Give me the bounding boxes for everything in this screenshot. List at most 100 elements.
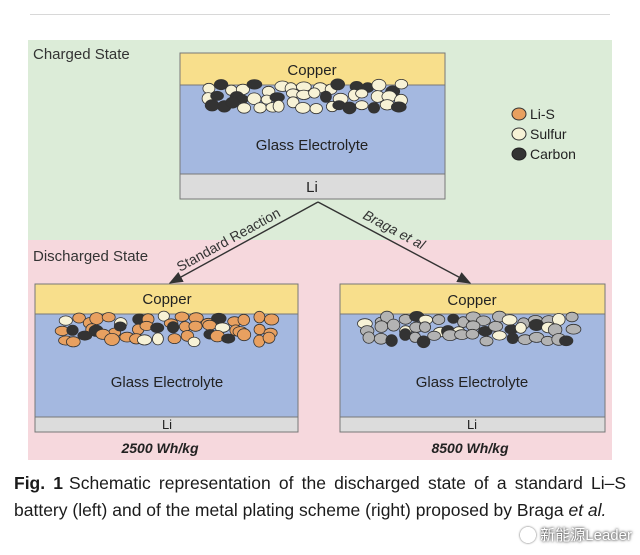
particle (253, 102, 267, 114)
caption-label: Fig. 1 (14, 473, 64, 493)
particle (399, 328, 412, 341)
legend-carbon: Carbon (530, 146, 576, 162)
copper-layer (339, 283, 606, 315)
particle (355, 100, 369, 111)
particle (187, 336, 201, 348)
energy-density-standard: 2500 Wh/kg (120, 440, 198, 456)
particle (394, 78, 408, 90)
particle (77, 330, 93, 341)
legend: Li-S Sulfur Carbon (511, 106, 576, 162)
particle (355, 88, 369, 99)
particle (204, 99, 220, 112)
particle (167, 333, 182, 345)
cathode-particles (54, 310, 280, 348)
particle (286, 96, 300, 109)
particle (418, 321, 431, 333)
arrow-braga (317, 201, 472, 284)
particle (342, 101, 357, 115)
legend-li-s: Li-S (530, 106, 555, 122)
particle (386, 318, 401, 332)
particle (262, 331, 276, 344)
arrow-standard-reaction (168, 201, 319, 284)
particle (488, 320, 504, 332)
sulfur-icon (511, 127, 527, 141)
lithium-label: Li (162, 417, 172, 432)
particle (309, 103, 323, 115)
particle (427, 330, 441, 341)
particle (237, 313, 251, 326)
particle (385, 334, 398, 347)
particle (492, 330, 507, 341)
particle (225, 96, 240, 109)
particle (565, 311, 579, 323)
particle (136, 334, 152, 346)
particle (66, 336, 81, 348)
charged-state-label: Charged State (33, 46, 130, 63)
particle (221, 333, 236, 344)
particle (272, 99, 285, 113)
particle (253, 323, 266, 336)
particle (506, 332, 519, 345)
particle (104, 332, 120, 346)
discharged-state-label: Discharged State (33, 248, 148, 265)
copper-layer (34, 283, 299, 315)
particle (66, 324, 79, 336)
particle (362, 331, 376, 344)
carbon-icon (511, 147, 527, 161)
particle (501, 314, 518, 326)
legend-sulfur: Sulfur (530, 126, 567, 142)
particle (101, 312, 116, 323)
lithium-label: Li (306, 179, 318, 196)
particle (432, 314, 446, 325)
particle (565, 323, 582, 335)
particle (113, 321, 127, 332)
lithium-layer (179, 173, 446, 200)
particle (151, 332, 164, 346)
discharged-cell-braga: Copper Glass Electrolyte Li (339, 283, 606, 433)
watermark-text: 新能源Leader (540, 527, 632, 544)
caption-emphasis: et al. (568, 500, 607, 520)
particle (330, 78, 346, 91)
watermark: 新能源Leader (520, 524, 632, 545)
charged-cell: Copper Glass Electrolyte Li (179, 52, 446, 200)
lithium-layer (339, 416, 606, 433)
lithium-label: Li (467, 417, 477, 432)
particle (167, 321, 180, 334)
particle (390, 101, 407, 113)
particle (246, 79, 263, 90)
particle (157, 310, 170, 322)
li-s-icon (511, 107, 527, 121)
copper-label: Copper (142, 291, 191, 308)
particle (188, 320, 203, 332)
wechat-icon (520, 526, 537, 543)
particle (89, 312, 104, 326)
particle (465, 328, 480, 340)
particle (479, 335, 494, 347)
particle (253, 310, 266, 324)
battery-schematic: Charged State Discharged State Copper Gl… (28, 40, 612, 460)
particle (373, 332, 389, 345)
particle (447, 313, 460, 324)
electrolyte-label: Glass Electrolyte (256, 137, 369, 154)
particle (174, 311, 190, 322)
top-divider (30, 14, 610, 15)
particle (72, 312, 86, 324)
particle (559, 335, 574, 347)
particle (367, 102, 380, 114)
particle (308, 87, 321, 99)
particle (264, 313, 280, 326)
discharged-cell-standard: Copper Glass Electrolyte Li (34, 283, 299, 433)
caption-text: Schematic representation of the discharg… (14, 473, 627, 520)
particle (371, 78, 387, 92)
particle (514, 322, 527, 334)
electrolyte-label: Glass Electrolyte (111, 374, 224, 391)
lithium-layer (34, 416, 299, 433)
energy-density-braga: 8500 Wh/kg (431, 440, 508, 456)
particle (416, 335, 431, 349)
particle (202, 319, 217, 331)
particle (319, 90, 332, 103)
particle (150, 322, 165, 334)
copper-label: Copper (447, 292, 496, 309)
particle (237, 328, 252, 342)
